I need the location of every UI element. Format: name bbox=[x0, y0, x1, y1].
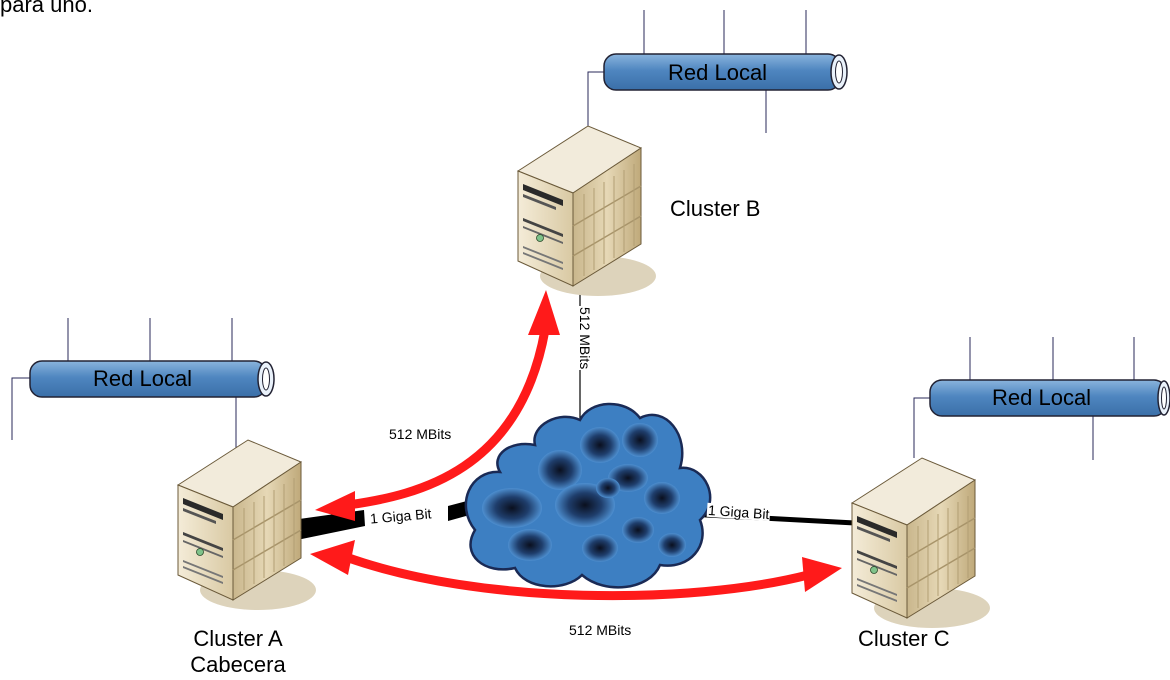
link-a-c-label: 512 MBits bbox=[569, 622, 632, 638]
lan-bus-b bbox=[603, 53, 848, 91]
link-c-cloud-label: 1 Giga Bit bbox=[706, 501, 771, 523]
link-b-wan-label: 512 MBits bbox=[577, 306, 593, 371]
cluster-a-sub-label: Cabecera bbox=[190, 652, 286, 677]
lan-bus-a bbox=[29, 360, 275, 398]
lan-c-label: Red Local bbox=[992, 385, 1092, 410]
cluster-b-label: Cluster B bbox=[670, 196, 761, 221]
lan-b-label: Red Local bbox=[668, 60, 768, 85]
server-a-icon bbox=[177, 439, 317, 611]
cluster-c-label: Cluster C bbox=[858, 626, 950, 651]
cluster-a-label: Cluster A bbox=[193, 626, 283, 651]
lan-a-label: Red Local bbox=[93, 366, 193, 391]
lan-bus-c bbox=[929, 379, 1170, 417]
top-text: para uno. bbox=[0, 0, 93, 17]
arrow-a-c bbox=[310, 540, 842, 601]
arrow-a-b bbox=[315, 290, 560, 521]
internet-cloud bbox=[464, 402, 712, 589]
server-c-icon bbox=[851, 457, 991, 629]
link-a-b-label: 512 MBits bbox=[389, 426, 452, 442]
server-b-icon bbox=[517, 125, 657, 297]
